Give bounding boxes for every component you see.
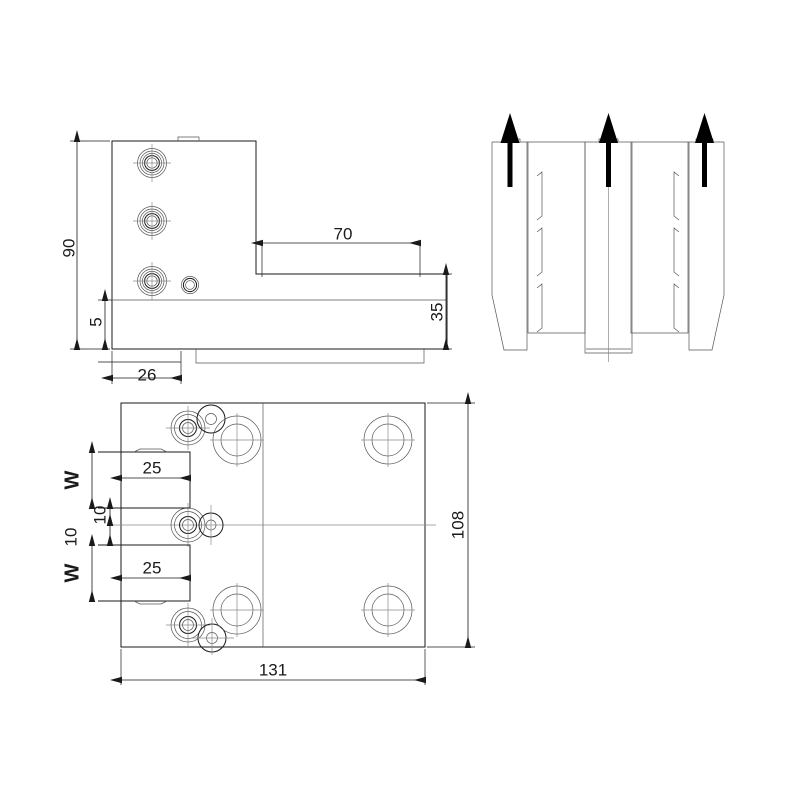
- dim-label-70: 70: [334, 224, 353, 243]
- dim-label-90: 90: [59, 239, 78, 258]
- dim-label-5: 5: [86, 317, 105, 326]
- front-elevation-view: [111, 136, 448, 364]
- side-view-slot-left-1: [536, 171, 543, 221]
- front-view-threaded-hole-3: [133, 262, 171, 300]
- front-view-dimensions: 90 5 26 70 35: [59, 130, 452, 384]
- front-view-top-notch: [177, 136, 200, 141]
- plan-view-hole-cluster-bottom-left: [166, 583, 264, 655]
- plan-view-slot-lower-notch: [133, 600, 168, 605]
- dim-label-131: 131: [259, 660, 287, 679]
- side-view-slot-left-2: [536, 227, 543, 277]
- side-view-left-leg: [491, 142, 528, 351]
- side-view-slot-left-3: [536, 283, 543, 333]
- side-view-rib-right: [630, 142, 689, 334]
- side-end-view: [491, 113, 725, 362]
- plan-view-hole-cluster-middle-left: [170, 503, 224, 547]
- plan-view-bore-top-right: [361, 413, 415, 467]
- dim-label-26: 26: [138, 365, 157, 384]
- side-view-arrow-center: [599, 113, 618, 187]
- side-view-arrow-left: [500, 113, 520, 187]
- plan-view-hole-cluster-top-left: [166, 404, 264, 467]
- dim-label-25-lower: 25: [143, 558, 162, 577]
- dim-label-10-lower: 10: [61, 528, 80, 547]
- dim-label-35: 35: [427, 303, 446, 322]
- plan-view-bore-bottom-right: [361, 583, 415, 637]
- side-view-slot-right-1: [673, 171, 680, 221]
- plan-view-slot-lower: [98, 544, 191, 605]
- dim-label-w-lower: W: [61, 563, 83, 582]
- front-view-base-plate: [195, 349, 425, 364]
- dim-label-25-upper: 25: [143, 458, 162, 477]
- plan-view-slot-upper-notch: [133, 448, 168, 453]
- front-view-small-bore: [181, 276, 199, 294]
- plan-view-slot-lower-outline: [98, 544, 191, 602]
- plan-view-dimensions: W W 10 10 25 25 131 108: [61, 392, 475, 685]
- front-view-threaded-hole-1: [133, 144, 171, 182]
- dim-label-w-upper: W: [61, 470, 83, 489]
- dim-label-108: 108: [448, 511, 467, 539]
- side-view-slot-right-2: [673, 227, 680, 277]
- plan-top-view: [98, 402, 436, 655]
- side-view-right-leg: [688, 142, 725, 351]
- dim-label-10-upper: 10: [90, 506, 109, 525]
- side-view-arrow-right: [695, 113, 714, 187]
- side-view-rib-left: [527, 142, 586, 334]
- front-view-outline: [111, 140, 448, 350]
- side-view-slot-right-3: [673, 283, 680, 333]
- front-view-threaded-hole-2: [133, 202, 171, 240]
